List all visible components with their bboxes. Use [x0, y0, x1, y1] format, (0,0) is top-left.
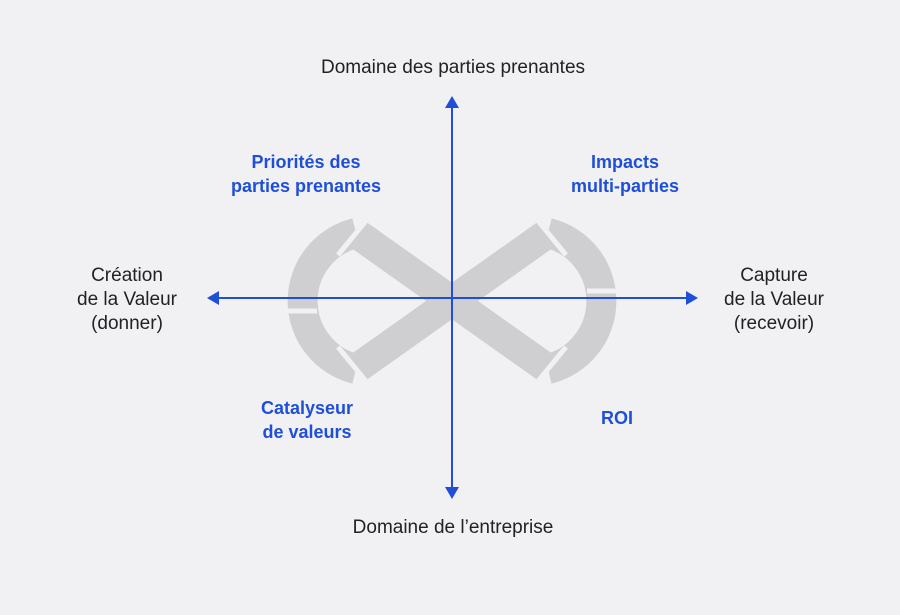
- quadrant-label-bottom-right: ROI: [585, 406, 649, 430]
- axis-label-right-line: (recevoir): [733, 313, 815, 334]
- quadrant-label-line: Impacts: [590, 152, 660, 172]
- axis-label-right-line: Capture: [740, 265, 808, 286]
- axis-label-left-line: Création: [91, 265, 163, 286]
- arrow-up-icon: [445, 96, 459, 108]
- axis-label-left-line: (donner): [91, 313, 163, 334]
- axis-label-bottom: Domaine de l’entreprise: [352, 517, 554, 538]
- axis-label-left: Création de la Valeur (donner): [60, 264, 194, 336]
- quadrant-label-top-left: Priorités des parties prenantes: [205, 150, 407, 198]
- vertical-axis: [445, 96, 459, 499]
- infinity-right-arc: [543, 218, 617, 384]
- quadrant-label-line: Catalyseur: [260, 398, 354, 418]
- quadrant-label-top-right: Impacts multi-parties: [545, 150, 705, 198]
- quadrant-label-line: Priorités des: [251, 152, 361, 172]
- arrow-down-icon: [445, 487, 459, 499]
- axis-label-left-line: de la Valeur: [77, 289, 177, 310]
- quadrant-label-line: multi-parties: [570, 176, 680, 196]
- quadrant-label-line: ROI: [600, 408, 633, 428]
- arrow-left-icon: [207, 291, 219, 305]
- axis-label-right: Capture de la Valeur (recevoir): [706, 264, 842, 336]
- quadrant-label-line: parties prenantes: [230, 176, 382, 196]
- infinity-left-arc: [287, 218, 361, 384]
- axis-label-right-line: de la Valeur: [724, 289, 824, 310]
- axis-label-top: Domaine des parties prenantes: [320, 57, 586, 78]
- infinity-breaks: [283, 209, 621, 393]
- arrow-right-icon: [686, 291, 698, 305]
- quadrant-label-line: de valeurs: [262, 422, 352, 442]
- quadrant-label-bottom-left: Catalyseur de valeurs: [235, 396, 379, 444]
